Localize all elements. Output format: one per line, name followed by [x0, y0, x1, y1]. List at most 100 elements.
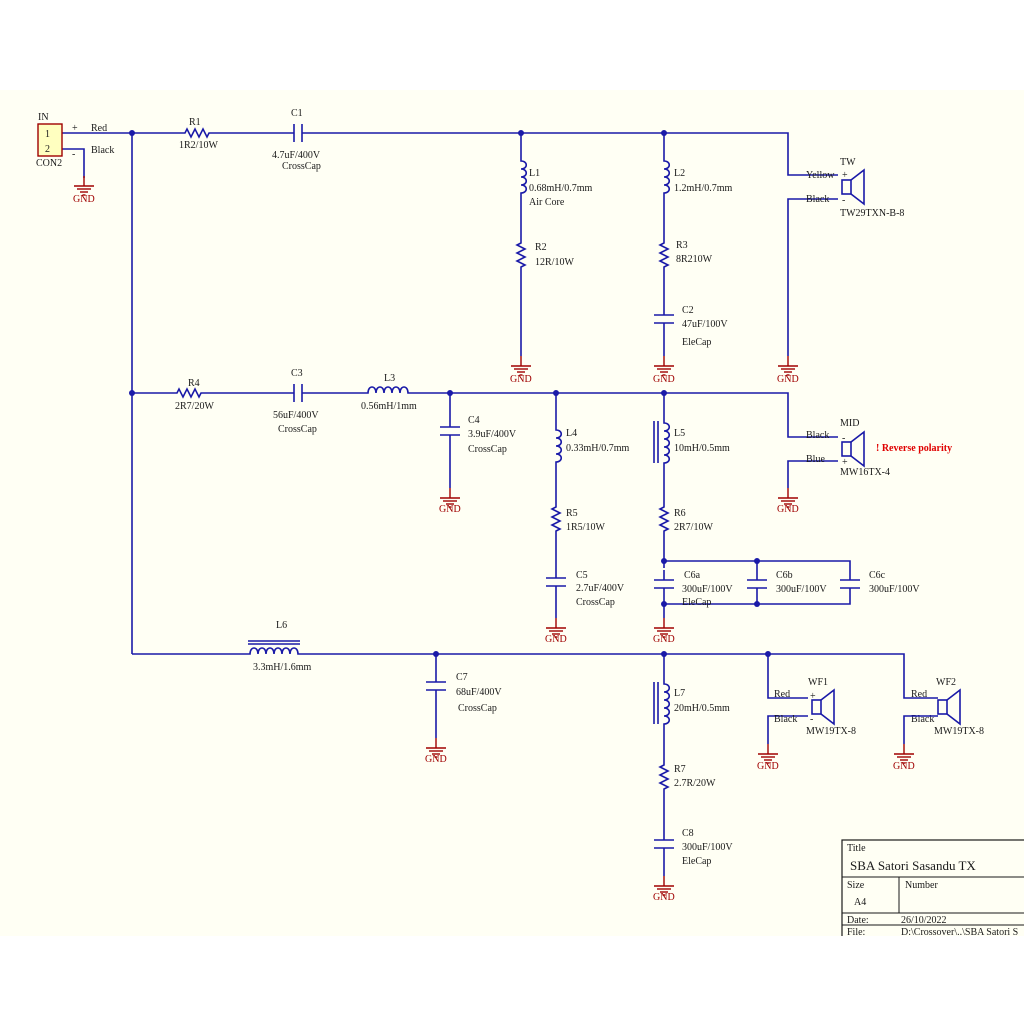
l2-inductor	[663, 154, 671, 196]
c3-ref: C3	[291, 368, 303, 379]
tweeter-model: TW29TXN-B-8	[840, 208, 904, 219]
gnd-label: GND	[777, 374, 799, 385]
number-label: Number	[905, 880, 938, 891]
l1-ref: L1	[529, 168, 540, 179]
c6c-value: 300uF/100V	[869, 584, 920, 595]
c4-type: CrossCap	[468, 444, 507, 455]
c8-type: EleCap	[682, 856, 711, 867]
r4-ref: R4	[188, 378, 200, 389]
c7-type: CrossCap	[458, 703, 497, 714]
r2-resistor	[516, 235, 526, 277]
gnd-label: GND	[653, 634, 675, 645]
c6a-value: 300uF/100V	[682, 584, 733, 595]
c6a-capacitor	[653, 569, 675, 599]
l5-inductor	[653, 416, 671, 466]
gnd-label: GND	[73, 194, 95, 205]
size-value: A4	[854, 897, 866, 908]
date-label: Date:	[847, 915, 869, 926]
c5-value: 2.7uF/400V	[576, 583, 625, 594]
file-value: D:\Crossover\..\SBA Satori S	[901, 927, 1018, 938]
r5-value: 1R5/10W	[566, 522, 605, 533]
c6b-capacitor	[746, 569, 768, 599]
woofer-branch: L6 3.3mH/1.6mm C7 68uF/400V CrossCap L7 …	[243, 620, 984, 867]
l7-inductor	[653, 677, 671, 727]
tweeter-wire-yellow: Yellow	[806, 170, 835, 181]
r1-value: 1R2/10W	[179, 140, 218, 151]
wf2-wire-black: Black	[911, 714, 934, 725]
l4-value: 0.33mH/0.7mm	[566, 443, 630, 454]
c4-value: 3.9uF/400V	[468, 429, 517, 440]
connector-pin1: 1	[45, 129, 50, 140]
l1-note: Air Core	[529, 197, 565, 208]
mid-model: MW16TX-4	[840, 467, 890, 478]
tweeter-wire-black: Black	[806, 194, 829, 205]
bottom-margin	[0, 936, 1024, 1024]
l7-value: 20mH/0.5mm	[674, 703, 730, 714]
r5-resistor	[551, 499, 561, 541]
r6-ref: R6	[674, 508, 686, 519]
ground-symbols: GND GND GND GND GND GND GND GND GND GND …	[73, 175, 915, 903]
l5-ref: L5	[674, 428, 685, 439]
r6-value: 2R7/10W	[674, 522, 713, 533]
c8-ref: C8	[682, 828, 694, 839]
wf2-ref: WF2	[936, 677, 956, 688]
gnd-label: GND	[653, 892, 675, 903]
c7-ref: C7	[456, 672, 468, 683]
r2-value: 12R/10W	[535, 257, 574, 268]
l2-ref: L2	[674, 168, 685, 179]
c6a-type: EleCap	[682, 597, 711, 608]
connector-name: CON2	[36, 158, 62, 169]
r1-ref: R1	[189, 117, 201, 128]
wf1-minus: -	[810, 714, 813, 725]
mid-minus: -	[842, 433, 845, 444]
wf2-wire-red: Red	[911, 689, 927, 700]
c3-type: CrossCap	[278, 424, 317, 435]
r7-resistor	[659, 757, 669, 799]
c7-value: 68uF/400V	[456, 687, 502, 698]
r3-resistor	[659, 235, 669, 277]
gnd-label: GND	[425, 754, 447, 765]
wf1-ref: WF1	[808, 677, 828, 688]
mid-wire-black: Black	[806, 430, 829, 441]
title-block: Title SBA Satori Sasandu TX Size A4 Numb…	[841, 839, 1024, 941]
r4-value: 2R7/20W	[175, 401, 214, 412]
l1-inductor	[520, 154, 528, 196]
connector-red-label: Red	[91, 123, 107, 134]
c1-type: CrossCap	[282, 161, 321, 172]
mid-branch: R4 2R7/20W C3 56uF/400V CrossCap L3 0.56…	[169, 368, 952, 608]
size-label: Size	[847, 880, 865, 891]
l1-value: 0.68mH/0.7mm	[529, 183, 593, 194]
wf1-wire-red: Red	[774, 689, 790, 700]
tweeter-plus: +	[842, 170, 848, 181]
wf2-model: MW19TX-8	[934, 726, 984, 737]
gnd-label: GND	[545, 634, 567, 645]
gnd-label: GND	[893, 761, 915, 772]
wf2-speaker-icon	[937, 689, 961, 725]
c2-value: 47uF/100V	[682, 319, 728, 330]
c2-type: EleCap	[682, 337, 711, 348]
gnd-label: GND	[777, 504, 799, 515]
r2-ref: R2	[535, 242, 547, 253]
tweeter-minus: -	[842, 195, 845, 206]
connector-black-label: Black	[91, 145, 114, 156]
gnd-label: GND	[653, 374, 675, 385]
l2-value: 1.2mH/0.7mm	[674, 183, 733, 194]
r7-ref: R7	[674, 764, 686, 775]
wf1-model: MW19TX-8	[806, 726, 856, 737]
l3-ref: L3	[384, 373, 395, 384]
c6c-capacitor	[839, 569, 861, 599]
c4-capacitor	[439, 416, 461, 446]
l6-ref: L6	[276, 620, 287, 631]
l6-inductor	[243, 640, 305, 655]
l4-ref: L4	[566, 428, 577, 439]
c8-value: 300uF/100V	[682, 842, 733, 853]
c3-capacitor	[283, 383, 313, 403]
tweeter-branch: R1 1R2/10W C1 4.7uF/400V CrossCap L1 0.6…	[177, 108, 904, 348]
l6-value: 3.3mH/1.6mm	[253, 662, 312, 673]
connector-minus: -	[72, 149, 75, 160]
junctions	[129, 130, 771, 657]
connector-ref: IN	[38, 112, 49, 123]
gnd-label: GND	[510, 374, 532, 385]
r3-ref: R3	[676, 240, 688, 251]
